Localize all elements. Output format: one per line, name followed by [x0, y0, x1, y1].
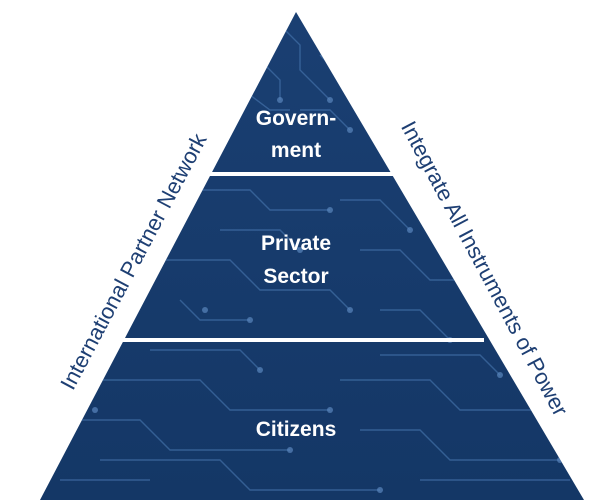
circuit-pattern	[60, 29, 570, 491]
tier-label-private-line2: Sector	[263, 265, 328, 288]
tier-label-government-line1: Govern-	[256, 107, 337, 130]
pyramid-shape	[40, 12, 584, 500]
tier-label-government-line2: ment	[271, 139, 321, 162]
tier-label-citizens: Citizens	[256, 418, 337, 441]
tier-label-private-line1: Private	[261, 232, 331, 255]
